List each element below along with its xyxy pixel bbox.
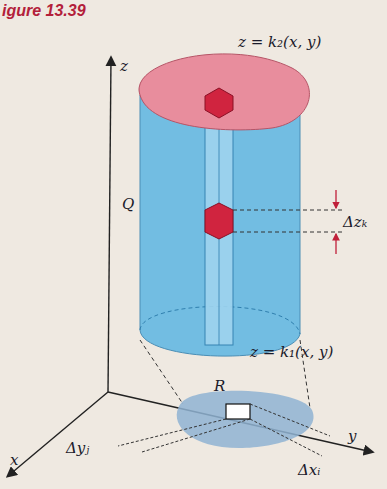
top-surface <box>139 54 309 130</box>
surface-label: z = k₁(x, y) <box>250 344 333 361</box>
dim-line <box>118 419 226 446</box>
dim-line <box>250 404 330 436</box>
dimension-label: Δzₖ <box>343 214 367 231</box>
solid-q <box>140 92 300 356</box>
column-top <box>205 88 233 118</box>
dimension-label: Δxᵢ <box>298 462 320 479</box>
axis-label: z <box>120 58 128 75</box>
surface-label: z = k₂(x, y) <box>238 34 321 51</box>
dim-line <box>233 232 345 233</box>
volume-element <box>205 203 233 239</box>
dim-line <box>250 419 322 456</box>
region-label: R <box>214 378 225 395</box>
region-r <box>177 391 314 448</box>
dim-line <box>142 419 250 452</box>
region-label: Q <box>122 196 134 213</box>
dim-arrow <box>335 234 336 254</box>
area-element <box>226 404 250 419</box>
dim-line <box>233 210 345 211</box>
figure-title: igure 13.39 <box>2 2 86 20</box>
dim-arrow <box>335 190 336 208</box>
z-axis <box>108 58 111 392</box>
axis-label: y <box>348 428 356 445</box>
axis-label: x <box>10 452 18 469</box>
column-prism <box>205 100 233 345</box>
x-axis <box>8 392 108 476</box>
dimension-label: Δyⱼ <box>66 440 89 457</box>
